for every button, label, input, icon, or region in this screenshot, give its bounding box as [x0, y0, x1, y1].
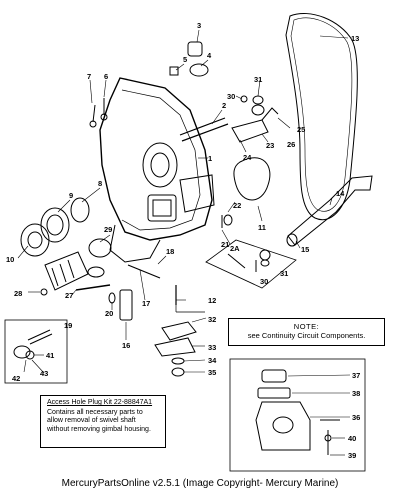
- callout-39: 39: [348, 451, 356, 460]
- copyright-footer: MercuryPartsOnline v2.5.1 (Image Copyrig…: [61, 478, 339, 489]
- callout-22: 22: [233, 201, 241, 210]
- callout-24: 24: [243, 153, 252, 162]
- callout-26: 26: [287, 140, 295, 149]
- callout-43: 43: [40, 369, 48, 378]
- callout-15: 15: [301, 245, 309, 254]
- callout-31: 31: [254, 75, 262, 84]
- callout-1: 1: [208, 154, 212, 163]
- access-kit-box: Access Hole Plug Kit 22-88847A1 Contains…: [40, 395, 166, 448]
- callout-8: 8: [98, 179, 102, 188]
- callout-23: 23: [266, 141, 274, 150]
- callout-2a: 2A: [230, 244, 240, 253]
- callout-14: 14: [336, 189, 345, 198]
- gasket-13: [285, 12, 358, 221]
- callout-17: 17: [142, 299, 150, 308]
- callout-4: 4: [207, 51, 212, 60]
- callout-20: 20: [105, 309, 113, 318]
- callout-6: 6: [104, 72, 108, 81]
- access-kit-heading: Access Hole Plug Kit 22-88847A1: [47, 399, 153, 406]
- callout-11: 11: [258, 223, 266, 232]
- access-kit-line-3: without removing gimbal housing.: [47, 425, 151, 433]
- gimbal-housing: [99, 77, 213, 241]
- callout-30: 30: [227, 92, 235, 101]
- callout-25: 25: [297, 125, 305, 134]
- callout-30b: 30: [260, 277, 268, 286]
- callout-40: 40: [348, 434, 356, 443]
- callout-37: 37: [352, 371, 360, 380]
- detail-box-41: [4, 319, 68, 384]
- callout-3: 3: [197, 21, 201, 30]
- callout-38: 38: [352, 389, 360, 398]
- callout-29: 29: [104, 225, 112, 234]
- callout-10: 10: [6, 255, 14, 264]
- callout-34: 34: [208, 356, 217, 365]
- detail-box-2a: [205, 239, 297, 289]
- callout-5: 5: [183, 55, 187, 64]
- callout-19: 19: [64, 321, 72, 330]
- callout-27: 27: [65, 291, 73, 300]
- callout-12: 12: [208, 296, 216, 305]
- callout-42: 42: [12, 374, 20, 383]
- callout-13: 13: [351, 34, 359, 43]
- callout-7: 7: [87, 72, 91, 81]
- access-kit-line-1: Contains all necessary parts to: [47, 408, 143, 416]
- callout-28: 28: [14, 289, 22, 298]
- note-text: see Continuity Circuit Components.: [247, 331, 366, 340]
- callout-32: 32: [208, 315, 216, 324]
- callout-18: 18: [166, 247, 174, 256]
- detail-box-36: [229, 358, 366, 472]
- callout-35: 35: [208, 368, 216, 377]
- note-box: NOTE: see Continuity Circuit Components.: [228, 318, 385, 346]
- callout-33: 33: [208, 343, 216, 352]
- callout-9: 9: [69, 191, 73, 200]
- callout-16: 16: [122, 341, 130, 350]
- callout-21: 21: [221, 240, 229, 249]
- callout-36: 36: [352, 413, 360, 422]
- access-kit-line-2: allow removal of swivel shaft: [47, 417, 136, 424]
- callout-41: 41: [46, 351, 54, 360]
- callout-2: 2: [222, 101, 226, 110]
- note-title: NOTE:: [293, 322, 320, 331]
- callout-31b: 31: [280, 269, 288, 278]
